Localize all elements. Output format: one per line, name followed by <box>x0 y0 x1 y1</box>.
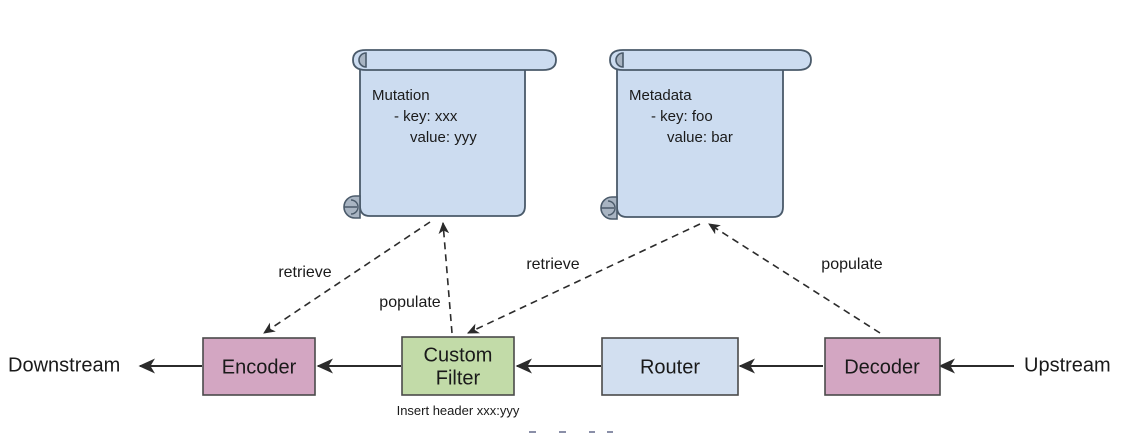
mutation-document: Mutation - key: xxx value: yyy <box>343 49 557 219</box>
edge-label-retrieve-right: retrieve <box>526 256 579 273</box>
edge-mutation-to-encoder <box>263 221 431 334</box>
metadata-doc-bottom-curl-detail-icon <box>601 200 616 216</box>
edge-customfilter-to-mutation <box>438 221 453 334</box>
custom-filter-caption: Insert header xxx:yyy <box>397 403 520 418</box>
metadata-document: Metadata - key: foo value: bar <box>600 49 812 220</box>
encoder-label: Encoder <box>222 356 297 378</box>
encoder-box[interactable] <box>202 337 316 396</box>
metadata-doc-line-1: - key: foo <box>651 108 713 125</box>
edge-decoder-to-metadata <box>708 223 881 334</box>
edge-label-populate-right: populate <box>821 256 882 273</box>
custom-filter-box[interactable] <box>401 336 515 396</box>
metadata-doc-line-0: Metadata <box>629 87 692 104</box>
decoder-box[interactable] <box>824 337 941 396</box>
router-label: Router <box>640 356 700 378</box>
mutation-doc-bottom-curl-detail-icon <box>344 199 359 215</box>
edge-metadata-to-customfilter <box>467 223 701 334</box>
cropped-text-remnant <box>529 431 613 433</box>
decoder-label: Decoder <box>844 356 920 378</box>
mutation-doc-line-2: value: yyy <box>410 129 477 146</box>
mutation-doc-top-roll <box>352 49 557 71</box>
node-router[interactable]: Router <box>601 337 739 396</box>
edge-label-retrieve-left: retrieve <box>278 264 331 281</box>
metadata-doc-line-2: value: bar <box>667 129 733 146</box>
metadata-doc-top-curl-icon <box>615 52 624 68</box>
router-box[interactable] <box>601 337 739 396</box>
mutation-doc-line-1: - key: xxx <box>394 108 458 125</box>
downstream-label: Downstream <box>8 354 120 376</box>
mutation-doc-line-0: Mutation <box>372 87 430 104</box>
edge-label-populate-left: populate <box>379 294 440 311</box>
custom-filter-label-line2: Filter <box>436 367 481 389</box>
mutation-doc-top-curl-icon <box>358 52 367 68</box>
upstream-label: Upstream <box>1024 354 1111 376</box>
custom-filter-label-line1: Custom <box>424 344 493 366</box>
node-decoder[interactable]: Decoder <box>824 337 941 396</box>
node-encoder[interactable]: Encoder <box>202 337 316 396</box>
metadata-doc-top-roll <box>609 49 812 71</box>
node-custom-filter[interactable]: Custom Filter <box>401 336 515 396</box>
